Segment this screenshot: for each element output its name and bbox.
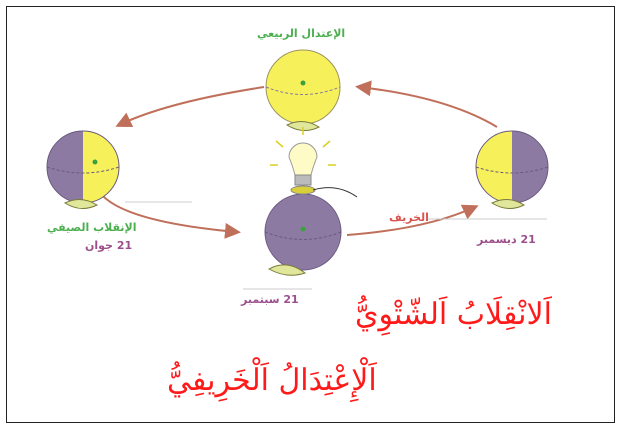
winter-solstice-caption: اَلانْقِلَابُ اَلشّتْوِيُّ [355,297,552,332]
earth-globe-icon [264,193,342,276]
light-bulb-icon [270,127,358,198]
spring-equinox-label: الإعتدال الربيعي [257,27,346,40]
winter-date-label: 21 ديسمبر [477,233,536,246]
summer-date-label: 21 جوان [85,239,133,252]
earth-globe-icon [475,130,549,209]
earth-globe-icon [265,49,341,131]
orbit-arrow-icon [101,194,241,239]
autumn-date-label: 21 سبتمبر [241,293,299,306]
earth-orbit-diagram [46,49,549,290]
autumn-label: الخريف [389,211,429,224]
diagram-frame: الإعتدال الربيعي الإنقلاب الصيفي 21 جوان… [6,6,615,423]
earth-globe-icon [46,130,120,209]
summer-solstice-label: الإنقلاب الصيفي [47,221,137,234]
orbit-arrow-icon [346,204,479,236]
autumn-equinox-caption: اَلْإِعْتِدَالُ اَلْخَرِيفِيُّ [167,363,377,398]
orbit-arrow-icon [355,80,498,128]
orbit-arrow-icon [115,86,265,128]
